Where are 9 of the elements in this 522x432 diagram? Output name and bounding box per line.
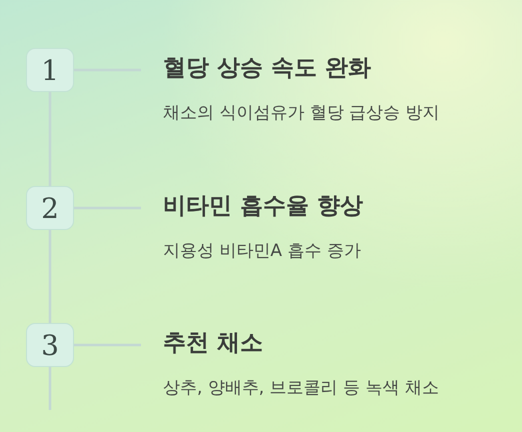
item-heading: 혈당 상승 속도 완화 (163, 54, 372, 83)
item-description: 지용성 비타민A 흡수 증가 (163, 240, 361, 262)
number-badge: 1 (26, 48, 74, 92)
number-badge: 3 (26, 323, 74, 367)
item-heading: 추천 채소 (163, 329, 264, 358)
number-badge: 2 (26, 186, 74, 230)
item-description: 채소의 식이섬유가 혈당 급상승 방지 (163, 102, 440, 124)
item-heading: 비타민 흡수율 향상 (163, 192, 364, 221)
item-description: 상추, 양배추, 브로콜리 등 녹색 채소 (163, 377, 439, 399)
